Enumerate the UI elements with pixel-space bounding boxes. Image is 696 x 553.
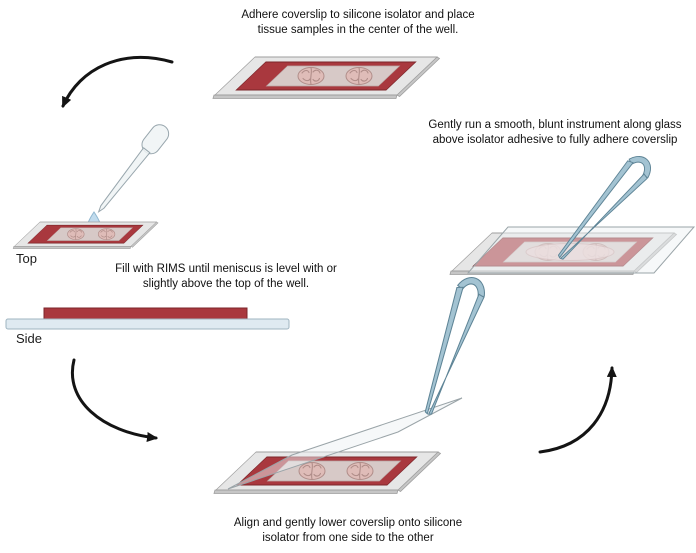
label-side-view: Side xyxy=(16,331,43,346)
tweezers-step3 xyxy=(412,272,490,419)
side-view-illustration xyxy=(5,307,290,330)
pipette-icon xyxy=(97,124,170,213)
arrow-step1-to-step2-icon xyxy=(61,56,174,108)
slide-step1 xyxy=(213,57,440,99)
arrow-step2-to-step3-icon xyxy=(71,358,158,442)
caption-step2: Fill with RIMS until meniscus is level w… xyxy=(115,263,337,291)
slide-step2-top-view xyxy=(13,222,158,249)
caption-step1: Adhere coverslip to silicone isolator an… xyxy=(241,9,475,37)
lower-coverslip-scene xyxy=(214,272,490,494)
isolator-side-view xyxy=(43,307,248,320)
slide-side-view xyxy=(5,318,290,330)
coverslip-tilted xyxy=(227,397,463,490)
label-top-view: Top xyxy=(16,251,37,266)
arrow-step3-to-step4-icon xyxy=(538,366,617,454)
caption-step3: Align and gently lower coverslip onto si… xyxy=(233,517,463,545)
caption-step4: Gently run a smooth, blunt instrument al… xyxy=(428,119,682,147)
coverslip-flat xyxy=(466,226,696,274)
slide-step3 xyxy=(214,452,441,494)
adhere-coverslip-scene xyxy=(450,150,696,275)
